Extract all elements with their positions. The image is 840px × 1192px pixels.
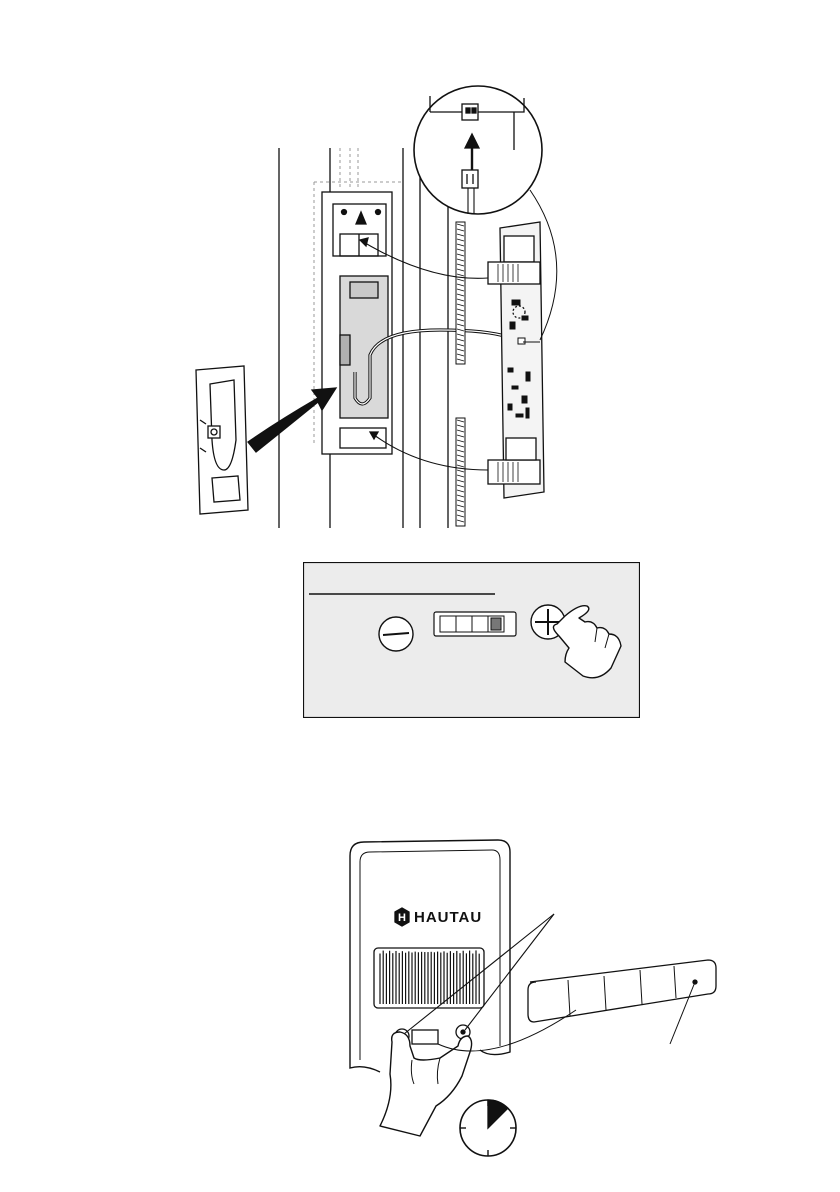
svg-text:H: H (398, 912, 406, 924)
hautau-logo: H HAUTAU (395, 908, 482, 926)
brand-name: HAUTAU (414, 909, 482, 926)
speaker-grille (374, 948, 484, 1008)
timer-icon (460, 1100, 516, 1156)
setting-panel (303, 562, 640, 718)
lower-clip (488, 460, 540, 484)
indicator-strip-detail (528, 960, 716, 1044)
installation-diagram (0, 0, 840, 540)
plug (462, 170, 478, 188)
level-indicator (434, 612, 516, 636)
minus-icon[interactable] (379, 617, 413, 651)
pressing-hand-icon (380, 1032, 472, 1136)
device-diagram: H HAUTAU (340, 836, 760, 1186)
device-body (350, 840, 510, 1055)
component-board (488, 222, 544, 498)
upper-clip (488, 262, 540, 284)
cover-plate (196, 366, 248, 514)
active-cell (491, 618, 501, 630)
device-indicator (412, 1030, 438, 1044)
